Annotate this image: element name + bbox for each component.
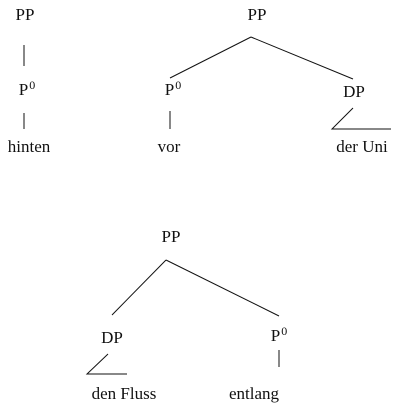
tree1-p0-category: P [18, 80, 29, 99]
tree3-p0-category: P [270, 326, 281, 345]
tree2-p0-node: P0 [164, 78, 182, 101]
tree2-pp-dp-edge [250, 36, 354, 80]
tree2-dp-node: DP [343, 82, 365, 101]
tree3-p0-node: P0 [270, 324, 288, 347]
tree3-p0-bar-level: 0 [281, 324, 288, 338]
tree3-complement-word: den Fluss [91, 384, 157, 403]
tree3-pp-dp-edge [111, 259, 167, 316]
tree3-dp-triangle [85, 353, 127, 375]
tree2-p0-bar-level: 0 [175, 78, 182, 92]
tree3-dp-node: DP [101, 328, 123, 347]
tree2-pp-p0-edge [169, 36, 252, 79]
tree1-p0-bar-level: 0 [29, 78, 36, 92]
tree1-p0-node: P0 [18, 78, 36, 101]
tree2-pp-node: PP [247, 5, 267, 24]
tree1-word: hinten [7, 137, 51, 156]
tree2-head-word: vor [157, 137, 181, 156]
tree2-p0-category: P [164, 80, 175, 99]
tree3-pp-p0-edge [165, 259, 280, 317]
tree3-pp-node: PP [161, 227, 181, 246]
tree2-complement-word: der Uni [336, 137, 388, 156]
tree1-pp-node: PP [15, 5, 35, 24]
tree3-head-word: entlang [228, 384, 280, 403]
tree2-dp-triangle [330, 107, 391, 130]
